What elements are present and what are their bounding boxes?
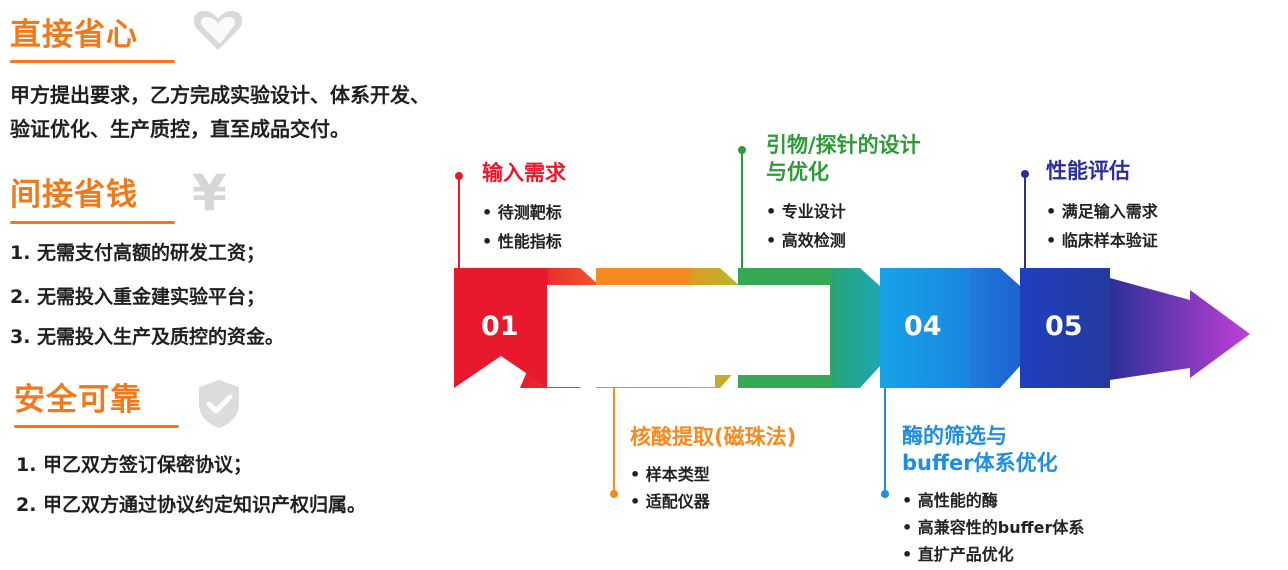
image-mask bbox=[715, 285, 830, 375]
step-title-04-line-1: 酶的筛选与 bbox=[902, 424, 1007, 448]
section-title-indirect: 间接省钱 bbox=[10, 177, 138, 213]
step-panel-01 bbox=[454, 268, 548, 388]
step-number-01: 01 bbox=[481, 311, 519, 342]
direct-text-line-2: 验证优化、生产质控，直至成品交付。 bbox=[10, 117, 350, 141]
step-04-bullet-2: • 高兼容性的buffer体系 bbox=[902, 518, 1085, 537]
section-title-direct: 直接省心 bbox=[10, 17, 138, 53]
step-number-04: 04 bbox=[904, 311, 942, 342]
title-underline bbox=[10, 60, 175, 63]
ribbon-arrow-head bbox=[1110, 278, 1250, 380]
safe-item-1: 1. 甲乙双方签订保密协议； bbox=[16, 454, 253, 476]
step-02-bullet-1: • 样本类型 bbox=[630, 465, 710, 484]
indirect-item-1: 1. 无需支付高额的研发工资； bbox=[10, 242, 266, 264]
step-title-02: 核酸提取(磁珠法) bbox=[630, 425, 797, 449]
step-title-01: 输入需求 bbox=[482, 161, 566, 185]
connector-line-04 bbox=[884, 388, 886, 494]
step-02-bullet-2: • 适配仪器 bbox=[630, 492, 710, 511]
connector-dot-02 bbox=[610, 490, 618, 498]
step-number-05: 05 bbox=[1045, 311, 1083, 342]
step-04-bullet-1: • 高性能的酶 bbox=[902, 491, 998, 510]
step-title-03-line-1: 引物/探针的设计 bbox=[766, 133, 921, 157]
title-underline bbox=[10, 221, 175, 224]
connector-dot-01 bbox=[455, 172, 463, 180]
connector-line-01 bbox=[458, 176, 460, 268]
connector-dot-04 bbox=[881, 490, 889, 498]
step-04-bullet-3: • 直扩产品优化 bbox=[902, 545, 1014, 564]
yen-icon: ¥ bbox=[192, 164, 227, 222]
step-03-bullet-1: • 专业设计 bbox=[766, 202, 846, 221]
indirect-item-3: 3. 无需投入生产及质控的资金。 bbox=[10, 326, 285, 348]
safe-item-2: 2. 甲乙双方通过协议约定知识产权归属。 bbox=[16, 494, 367, 516]
connector-line-03 bbox=[741, 150, 743, 268]
step-title-05: 性能评估 bbox=[1046, 159, 1130, 183]
section-title-safe: 安全可靠 bbox=[14, 382, 142, 418]
step-01-bullet-2: • 性能指标 bbox=[482, 232, 562, 251]
direct-text-line-1: 甲方提出要求，乙方完成实验设计、体系开发、 bbox=[10, 83, 430, 107]
heart-icon bbox=[193, 10, 243, 51]
step-panel-04 bbox=[880, 268, 970, 388]
step-03-bullet-2: • 高效检测 bbox=[766, 231, 846, 250]
connector-line-02 bbox=[613, 388, 615, 494]
shield-check-icon bbox=[199, 380, 239, 428]
connector-dot-03 bbox=[738, 146, 746, 154]
step-panel-05 bbox=[1020, 268, 1110, 388]
step-title-04-line-2: buffer体系优化 bbox=[902, 451, 1058, 475]
connector-dot-05 bbox=[1021, 170, 1029, 178]
step-05-bullet-1: • 满足输入需求 bbox=[1046, 202, 1158, 221]
title-underline bbox=[14, 425, 179, 428]
indirect-item-2: 2. 无需投入重金建实验平台； bbox=[10, 286, 266, 308]
image-mask bbox=[547, 285, 715, 387]
step-01-bullet-1: • 待测靶标 bbox=[482, 203, 562, 222]
connector-line-05 bbox=[1024, 174, 1026, 268]
step-05-bullet-2: • 临床样本验证 bbox=[1046, 231, 1158, 250]
step-title-03-line-2: 与优化 bbox=[766, 160, 829, 184]
